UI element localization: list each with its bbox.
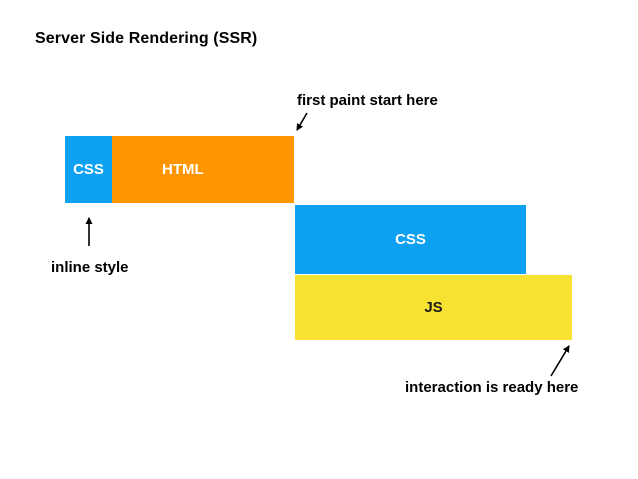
- page-title: Server Side Rendering (SSR): [35, 30, 258, 47]
- bar-css-external: CSS: [295, 205, 526, 274]
- annotation-inline-style: inline style: [51, 259, 129, 276]
- annotation-interaction-ready: interaction is ready here: [405, 379, 579, 396]
- bar-html-label: HTML: [162, 161, 204, 178]
- bar-js-label: JS: [424, 299, 443, 316]
- interaction-ready-arrow: [550, 345, 570, 377]
- bar-js: JS: [295, 275, 572, 340]
- annotation-first-paint: first paint start here: [297, 92, 438, 109]
- bar-css-inline: CSS: [65, 136, 112, 203]
- bar-css-external-label: CSS: [395, 231, 426, 248]
- bar-html: HTML: [112, 136, 294, 203]
- bar-css-inline-label: CSS: [73, 161, 104, 178]
- first-paint-arrow: [296, 112, 308, 131]
